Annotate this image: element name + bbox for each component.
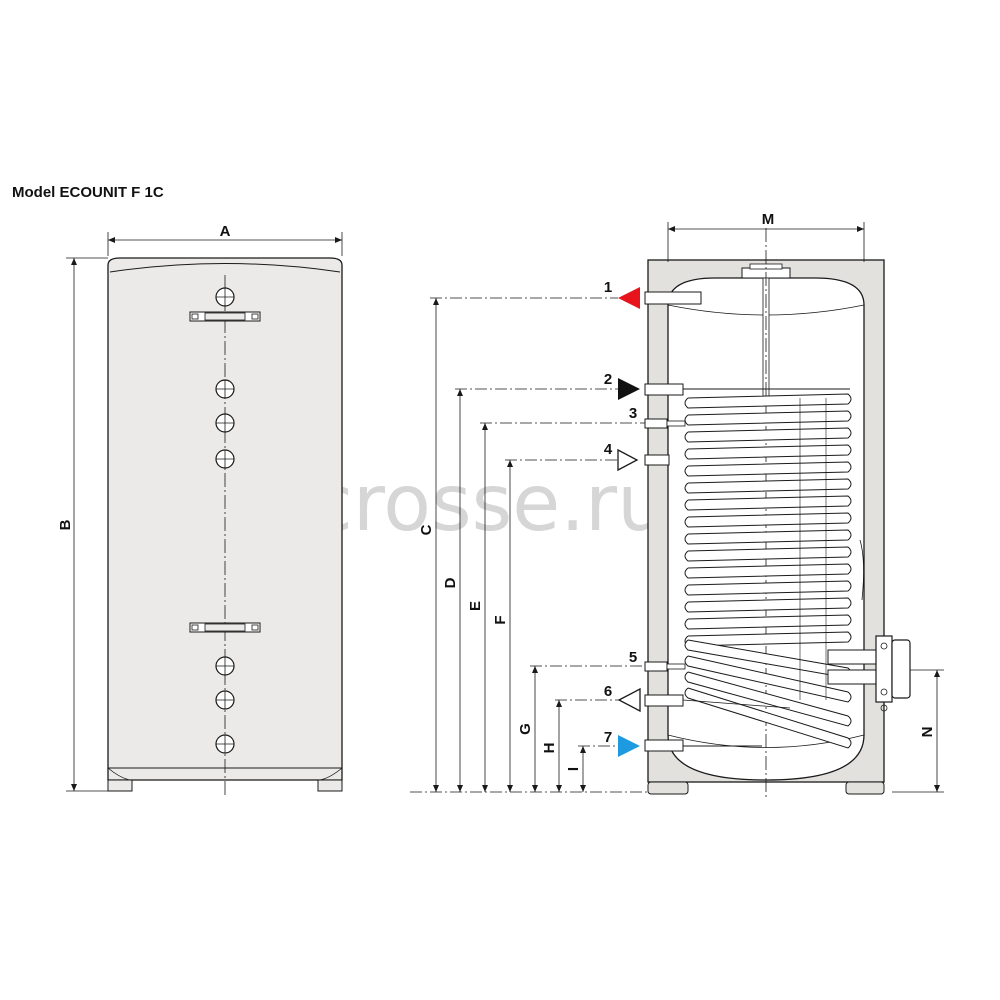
connection-number-4: 4 [604, 441, 613, 458]
dimension-label-m: M [762, 211, 775, 228]
red-filled-arrow-icon [618, 287, 640, 309]
watermark: crosse.ru [310, 459, 667, 549]
coil-winding [684, 563, 852, 579]
dimension-m [667, 222, 865, 262]
front-view-port-6 [215, 690, 235, 710]
dimension-b [66, 257, 108, 792]
hollow-arrow-icon-4 [617, 448, 639, 472]
front-view-base-curve [107, 767, 343, 781]
pipe-stub-5-sensor [666, 663, 686, 670]
pipe-stub-1 [644, 291, 702, 305]
front-view-foot-right [317, 779, 343, 792]
dimension-label-f: F [492, 615, 509, 624]
front-view-sensor-bracket-lower [189, 622, 261, 633]
front-view-port-2 [215, 379, 235, 399]
pipe-stub-5 [644, 661, 668, 672]
dimension-n [892, 669, 944, 793]
coil-winding [684, 512, 852, 528]
dimension-label-c: C [418, 524, 435, 535]
front-view: A B [57, 223, 343, 795]
pipe-stub-2 [644, 383, 684, 396]
coil-winding [684, 631, 852, 647]
dimension-label-a: A [220, 223, 231, 240]
coil-winding [684, 444, 852, 460]
section-view-side-bracket [859, 539, 864, 601]
coil-winding-slanted [684, 655, 852, 703]
section-view-foot-right [845, 781, 885, 795]
coil-winding [684, 427, 852, 443]
dimension-label-h: H [541, 743, 558, 754]
connection-number-3: 3 [629, 405, 637, 422]
dimension-label-e: E [467, 601, 484, 611]
front-view-port-1 [215, 287, 235, 307]
coil-winding [684, 478, 852, 494]
dimension-label-g: G [517, 723, 534, 735]
dimension-extension-lines [410, 297, 648, 793]
coil-winding [684, 410, 852, 426]
coil-winding [684, 614, 852, 630]
dimension-label-n: N [919, 727, 936, 738]
pipe-stub-3-sensor [666, 420, 686, 427]
coil-winding [684, 546, 852, 562]
connection-number-5: 5 [629, 649, 637, 666]
pipe-stub-4 [644, 454, 670, 466]
section-view-foot-left [647, 781, 689, 795]
front-view-sensor-bracket-upper [189, 311, 261, 322]
side-heater-flange [827, 635, 911, 712]
coil-winding [684, 597, 852, 613]
vertical-dimension-lines [435, 298, 584, 792]
section-view: 1 2 3 4 5 6 7 [410, 211, 944, 800]
front-view-foot-left [107, 779, 133, 792]
return-pipe-line [682, 699, 791, 709]
model-title: Model ECOUNIT F 1C [12, 184, 164, 201]
connection-number-2: 2 [604, 371, 612, 388]
coil-winding [684, 495, 852, 511]
coil-winding-slanted [684, 671, 852, 727]
dimension-label-b: B [57, 519, 74, 530]
black-filled-arrow-icon [618, 378, 640, 400]
hollow-arrow-icon-6 [617, 687, 641, 713]
coil-winding [684, 529, 852, 545]
coil-winding [684, 393, 852, 409]
dimension-label-i: I [565, 767, 582, 771]
blue-filled-arrow-icon [618, 735, 640, 757]
front-view-port-4 [215, 449, 235, 469]
pipe-stub-3 [644, 418, 668, 429]
front-view-port-5 [215, 656, 235, 676]
pipe-stub-6 [644, 694, 684, 707]
coil-winding [684, 461, 852, 477]
dimension-a [107, 232, 343, 256]
connection-number-7: 7 [604, 729, 612, 746]
coil-winding [684, 580, 852, 596]
dimension-label-d: D [442, 577, 459, 588]
connection-number-6: 6 [604, 683, 612, 700]
front-view-top-cap [109, 263, 341, 273]
front-view-port-3 [215, 413, 235, 433]
front-view-port-7 [215, 734, 235, 754]
connection-number-1: 1 [604, 279, 612, 296]
pipe-stub-7 [644, 739, 684, 752]
